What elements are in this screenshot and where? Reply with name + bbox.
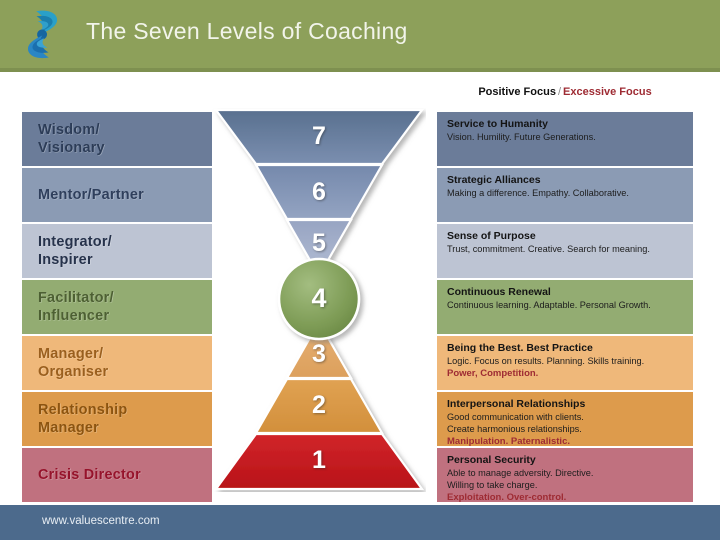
role-band-5: Integrator/Inspirer [22,224,212,278]
role-label-6: Mentor/Partner [38,186,144,203]
focus-desc-1: Able to manage adversity. Directive.Will… [447,468,594,491]
slide-footer: www.valuescentre.com [0,505,720,540]
legend-positive-label: Positive Focus [478,86,556,98]
focus-title-2: Interpersonal Relationships [447,398,586,410]
role-label-4: Facilitator/Influencer [38,289,114,324]
role-band-4: Facilitator/Influencer [22,280,212,334]
focus-desc-5: Trust, commitment. Creative. Search for … [447,244,650,255]
legend-separator: / [557,86,562,98]
focus-title-7: Service to Humanity [447,118,548,130]
level-4-circle [277,257,361,341]
role-label-7: Wisdom/Visionary [38,121,105,156]
role-label-1: Crisis Director [38,466,141,483]
slide-header: The Seven Levels of Coaching [0,0,720,71]
focus-excessive-3: Power, Competition. [447,368,539,380]
lower-pyramid [213,319,425,491]
focus-desc-7: Vision. Humility. Future Generations. [447,132,596,143]
hourglass-diagram: 7 6 5 4 3 2 1 [212,108,426,492]
focus-desc-6: Making a difference. Empathy. Collaborat… [447,188,629,199]
focus-excessive-1: Exploitation. Over-control. [447,492,567,502]
role-band-6: Mentor/Partner [22,168,212,222]
role-band-7: Wisdom/Visionary [22,112,212,166]
role-band-3: Manager/Organiser [22,336,212,390]
focus-desc-4: Continuous learning. Adaptable. Personal… [447,300,651,311]
focus-excessive-2: Manipulation. Paternalistic. [447,436,570,446]
focus-title-6: Strategic Alliances [447,174,541,186]
focus-title-1: Personal Security [447,454,536,466]
role-band-1: Crisis Director [22,448,212,502]
focus-title-4: Continuous Renewal [447,286,551,298]
legend: Positive Focus/Excessive Focus [437,86,693,98]
upper-funnel [213,108,425,279]
valuescentre-swirl-logo-icon [12,2,76,66]
focus-desc-2: Good communication with clients.Create h… [447,412,584,435]
focus-title-3: Being the Best. Best Practice [447,342,593,354]
role-label-5: Integrator/Inspirer [38,233,112,268]
page-title: The Seven Levels of Coaching [86,18,408,44]
role-label-3: Manager/Organiser [38,345,109,380]
legend-excessive-label: Excessive Focus [563,86,652,98]
hourglass-svg [213,108,425,491]
focus-desc-3: Logic. Focus on results. Planning. Skill… [447,356,645,367]
focus-title-5: Sense of Purpose [447,230,536,242]
header-underline [0,68,720,72]
footer-url: www.valuescentre.com [42,515,160,527]
